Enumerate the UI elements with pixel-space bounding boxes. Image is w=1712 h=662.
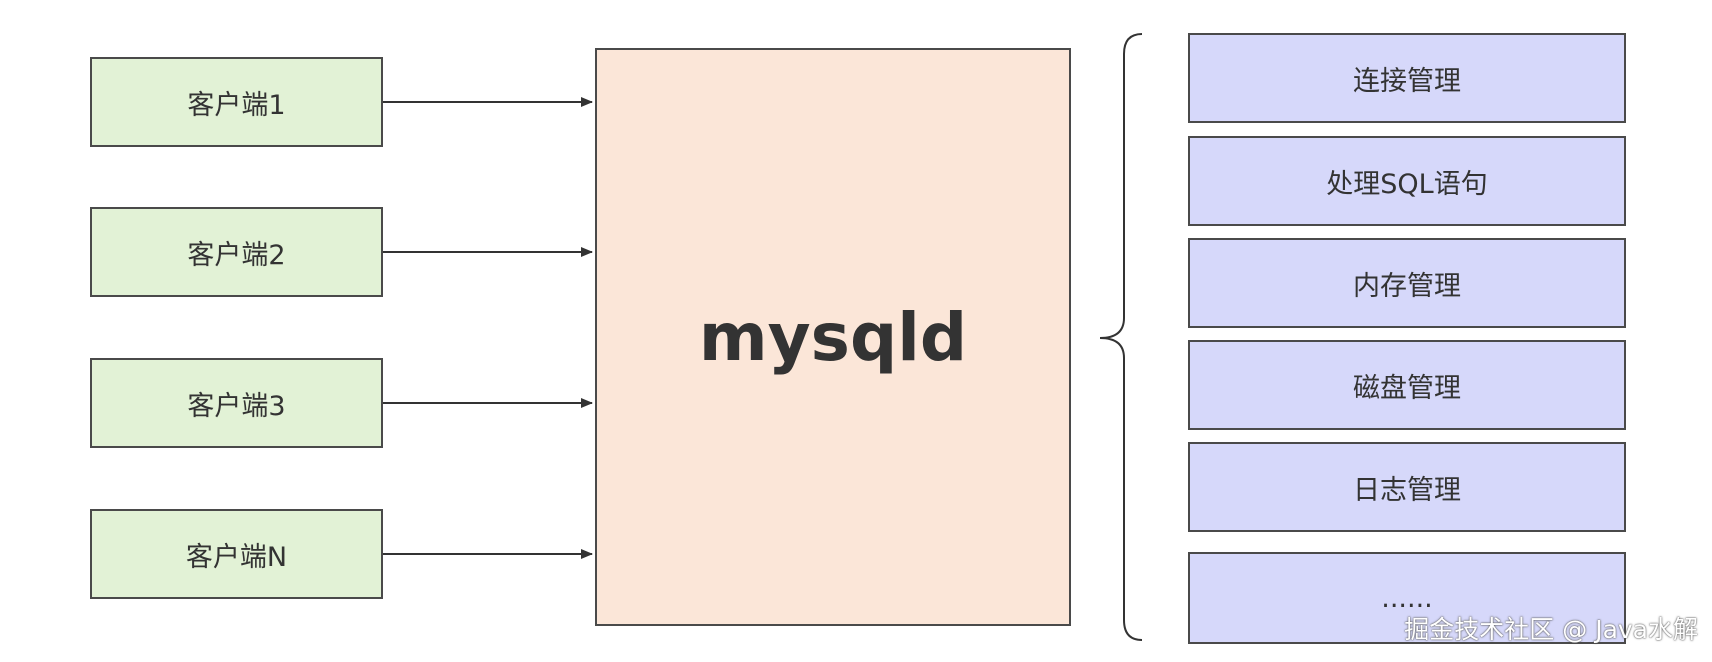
function-box-log: 日志管理 xyxy=(1188,442,1626,532)
client-label: 客户端2 xyxy=(187,239,286,271)
client-label: 客户端N xyxy=(185,541,288,573)
function-box-sql: 处理SQL语句 xyxy=(1188,136,1626,226)
function-label: 连接管理 xyxy=(1353,65,1461,97)
client-box-1: 客户端1 xyxy=(90,57,383,147)
curly-brace xyxy=(1099,33,1143,641)
function-label: 处理SQL语句 xyxy=(1326,168,1488,200)
client-label: 客户端1 xyxy=(187,89,286,121)
watermark: 掘金技术社区 @ Java水解 xyxy=(1404,615,1698,644)
function-box-connection: 连接管理 xyxy=(1188,33,1626,123)
function-label: ...... xyxy=(1381,582,1433,614)
function-label: 内存管理 xyxy=(1353,270,1461,302)
client-label: 客户端3 xyxy=(187,390,286,422)
mysqld-box: mysqld xyxy=(595,48,1071,626)
function-box-memory: 内存管理 xyxy=(1188,238,1626,328)
mysqld-label: mysqld xyxy=(698,298,968,376)
function-label: 磁盘管理 xyxy=(1353,372,1461,404)
function-box-disk: 磁盘管理 xyxy=(1188,340,1626,430)
function-label: 日志管理 xyxy=(1353,474,1461,506)
function-box-more: ...... xyxy=(1188,552,1626,644)
client-box-3: 客户端3 xyxy=(90,358,383,448)
client-box-n: 客户端N xyxy=(90,509,383,599)
client-box-2: 客户端2 xyxy=(90,207,383,297)
